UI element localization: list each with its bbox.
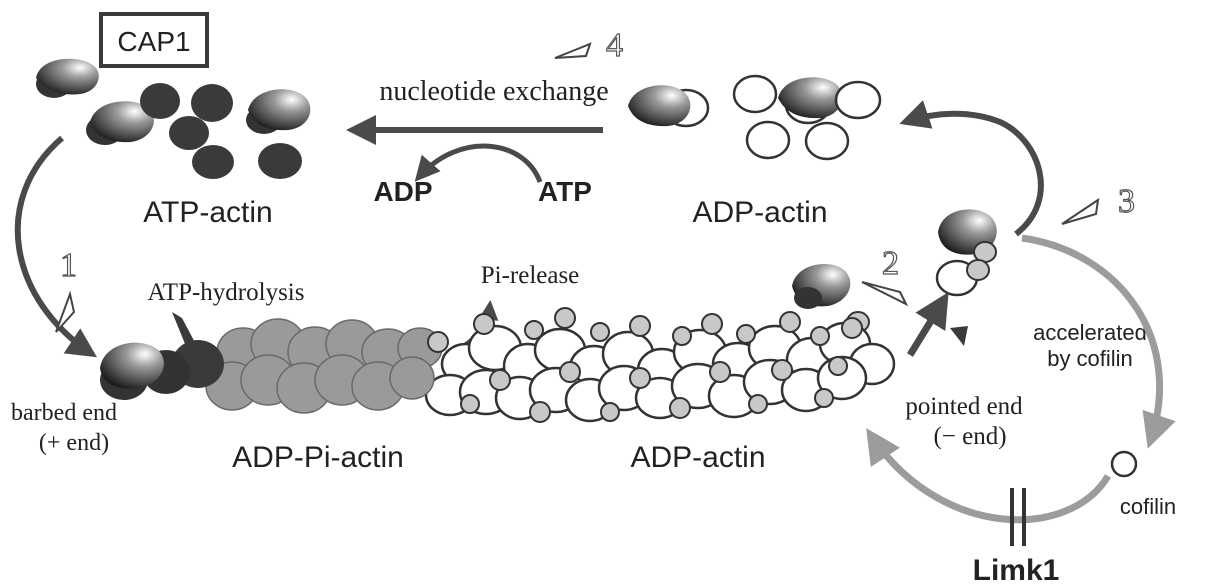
cap1-box: CAP1: [101, 14, 207, 66]
step-4-pointer-icon: [555, 44, 590, 58]
atp-actin-monomer: [169, 116, 209, 150]
accelerated-pointer-icon: [950, 326, 968, 346]
atp-actin-label: ATP-actin: [143, 196, 272, 229]
cap1-actin-complex: [36, 59, 99, 98]
step-3-number: 3: [1118, 183, 1135, 220]
adp-actin-monomer: [734, 76, 776, 112]
adp-label: ADP: [373, 176, 432, 207]
depolymerization-arrow: [910, 298, 945, 355]
atp-actin-pool: [36, 59, 310, 179]
accelerated-label-1: accelerated: [1033, 320, 1147, 345]
barbed-end-label-1: barbed end: [11, 400, 117, 426]
step-2-number: 2: [882, 245, 899, 282]
barbed-end-label-2: (+ end): [39, 430, 109, 456]
pointed-end-label-2: (− end): [933, 423, 1006, 450]
cofilin-label: cofilin: [1120, 494, 1176, 519]
step-1-number: 1: [60, 247, 77, 284]
adp-actin-monomer: [747, 122, 789, 158]
accelerated-label-2: by cofilin: [1047, 346, 1133, 371]
step-4-number: 4: [606, 27, 623, 64]
pi-release-label: Pi-release: [481, 262, 580, 289]
step-3-pointer-icon: [1062, 200, 1098, 224]
adp-pi-actin-label: ADP-Pi-actin: [232, 441, 404, 474]
atp-actin-monomer: [191, 84, 233, 122]
barbed-end-tip: [100, 340, 224, 400]
adp-actin-monomer: [806, 123, 848, 159]
atp-label: ATP: [538, 176, 592, 207]
cap1-actin-complex: [246, 89, 310, 134]
limk1-label: Limk1: [973, 554, 1060, 587]
step-2-pointer-icon: [862, 282, 906, 304]
atp-actin-monomer: [258, 143, 302, 179]
adp-actin-pool: [628, 76, 880, 159]
atp-adp-arrow: [418, 146, 540, 182]
adp-actin-monomer: [836, 82, 880, 118]
nucleotide-exchange-label: nucleotide exchange: [379, 76, 608, 107]
cap1-label: CAP1: [117, 26, 190, 57]
atp-actin-monomer: [140, 83, 180, 119]
cap1-actin-complex: [628, 85, 690, 126]
actin-filament: [100, 308, 894, 422]
released-complex: [937, 209, 997, 295]
polymerization-arrow: [18, 138, 92, 354]
adp-actin-filament-label: ADP-actin: [630, 441, 765, 474]
pointed-end-label-1: pointed end: [905, 393, 1023, 420]
step-1-pointer-icon: [56, 294, 74, 332]
cofilin-monomer: [1112, 452, 1136, 476]
adp-pi-actin-section: [206, 319, 442, 413]
atp-actin-monomer: [192, 145, 234, 179]
adp-actin-top-label: ADP-actin: [692, 196, 827, 229]
atp-hydrolysis-label: ATP-hydrolysis: [148, 279, 305, 306]
atp-actin-monomer: [794, 287, 822, 309]
